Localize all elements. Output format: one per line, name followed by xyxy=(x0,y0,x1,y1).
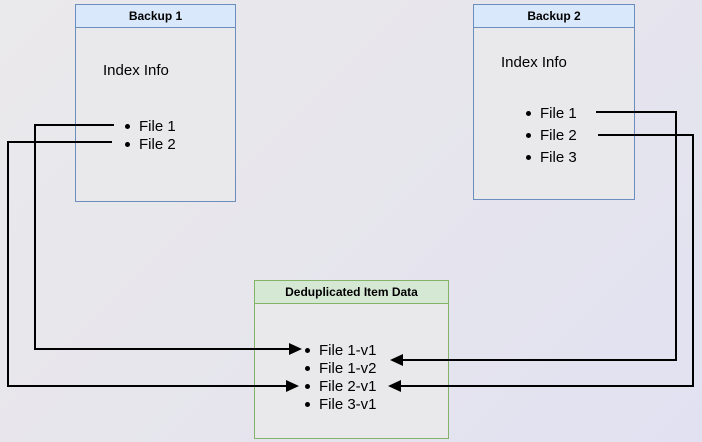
list-item: File 2-v1 xyxy=(305,377,377,395)
list-item-label: File 2-v1 xyxy=(319,377,377,395)
backup1-index-info-label: Index Info xyxy=(103,62,169,79)
list-item: File 3 xyxy=(526,146,577,168)
backup1-box: Backup 1 Index Info File 1 File 2 xyxy=(75,4,236,202)
backup1-title: Backup 1 xyxy=(128,9,183,23)
backup2-index-info-label: Index Info xyxy=(501,54,567,71)
bullet-icon xyxy=(305,365,310,371)
backup1-header: Backup 1 xyxy=(76,5,235,28)
bullet-icon xyxy=(305,401,310,407)
list-item-label: File 1 xyxy=(540,104,577,122)
backup2-file-list: File 1 File 2 File 3 xyxy=(526,102,577,168)
list-item: File 1-v1 xyxy=(305,341,377,359)
list-item: File 2 xyxy=(125,135,176,153)
bullet-icon xyxy=(305,347,310,353)
bullet-icon xyxy=(526,154,531,160)
bullet-icon xyxy=(125,141,130,147)
backup2-box: Backup 2 Index Info File 1 File 2 File 3 xyxy=(473,4,635,200)
bullet-icon xyxy=(526,110,531,116)
list-item-label: File 2 xyxy=(139,135,176,153)
deduplicated-item-data-box: Deduplicated Item Data File 1-v1 File 1-… xyxy=(254,280,449,439)
list-item-label: File 3 xyxy=(540,148,577,166)
dedup-file-list: File 1-v1 File 1-v2 File 2-v1 File 3-v1 xyxy=(305,341,377,413)
list-item: File 1-v2 xyxy=(305,359,377,377)
list-item: File 1 xyxy=(125,117,176,135)
list-item-label: File 1-v2 xyxy=(319,359,377,377)
dedup-title: Deduplicated Item Data xyxy=(285,285,418,299)
backup1-file-list: File 1 File 2 xyxy=(125,117,176,153)
backup2-header: Backup 2 xyxy=(474,5,634,28)
dedup-header: Deduplicated Item Data xyxy=(255,281,448,304)
list-item-label: File 1 xyxy=(139,117,176,135)
backup2-title: Backup 2 xyxy=(527,9,581,23)
bullet-icon xyxy=(305,383,310,389)
list-item: File 1 xyxy=(526,102,577,124)
bullet-icon xyxy=(526,132,531,138)
bullet-icon xyxy=(125,123,130,129)
list-item: File 3-v1 xyxy=(305,395,377,413)
list-item-label: File 3-v1 xyxy=(319,395,377,413)
list-item: File 2 xyxy=(526,124,577,146)
list-item-label: File 2 xyxy=(540,126,577,144)
list-item-label: File 1-v1 xyxy=(319,341,377,359)
